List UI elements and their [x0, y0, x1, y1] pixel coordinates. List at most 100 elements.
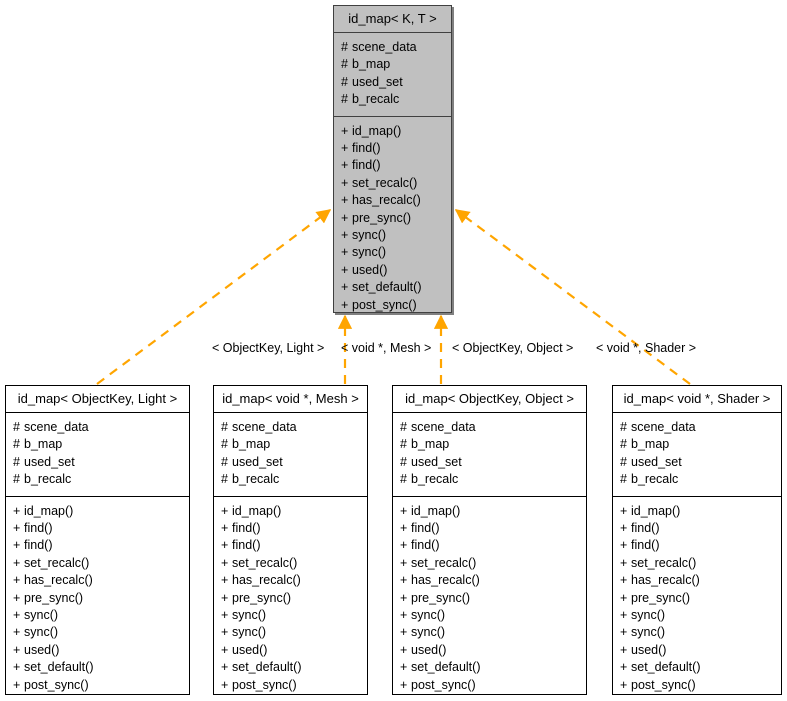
method-row: +used()	[400, 642, 579, 659]
method-visibility-symbol: +	[400, 625, 408, 640]
method-label: post_sync()	[352, 297, 417, 312]
method-row: +set_default()	[341, 279, 444, 296]
method-label: set_recalc()	[631, 555, 697, 570]
attribute-label: scene_data	[24, 420, 89, 434]
attribute-row: #scene_data	[341, 39, 444, 56]
method-label: pre_sync()	[232, 590, 292, 605]
method-label: sync()	[631, 625, 666, 640]
method-label: set_recalc()	[232, 555, 298, 570]
method-visibility-symbol: +	[341, 280, 349, 295]
method-label: set_recalc()	[352, 175, 418, 190]
attribute-label: b_map	[232, 437, 271, 452]
method-row: +find()	[341, 140, 444, 157]
attribute-row: #b_recalc	[620, 471, 774, 488]
method-row: +sync()	[221, 607, 360, 624]
method-visibility-symbol: +	[221, 642, 229, 657]
method-label: find()	[631, 521, 660, 536]
attribute-label: used_set	[24, 454, 75, 469]
attribute-row: #scene_data	[221, 419, 360, 436]
method-label: sync()	[411, 625, 446, 640]
method-row: +find()	[620, 520, 774, 537]
attribute-row: #b_recalc	[221, 471, 360, 488]
method-row: +has_recalc()	[341, 192, 444, 209]
method-visibility-symbol: +	[221, 503, 229, 518]
method-row: +used()	[13, 642, 182, 659]
method-row: +post_sync()	[620, 677, 774, 694]
method-row: +find()	[400, 537, 579, 554]
method-row: +has_recalc()	[13, 572, 182, 589]
class-attributes-void-mesh: #scene_data#b_map#used_set#b_recalc	[214, 413, 367, 497]
attribute-label: b_map	[352, 57, 391, 72]
attribute-row: #scene_data	[400, 419, 579, 436]
method-label: find()	[24, 521, 53, 536]
method-visibility-symbol: +	[221, 521, 229, 536]
class-methods-objectkey-light: +id_map()+find()+find()+set_recalc()+has…	[6, 497, 189, 701]
method-visibility-symbol: +	[221, 590, 229, 605]
class-attributes-objectkey-object: #scene_data#b_map#used_set#b_recalc	[393, 413, 586, 497]
attribute-label: scene_data	[232, 420, 297, 434]
attribute-visibility-symbol: #	[400, 437, 407, 452]
attribute-row: #used_set	[400, 454, 579, 471]
attribute-visibility-symbol: #	[620, 420, 627, 434]
method-visibility-symbol: +	[400, 521, 408, 536]
method-row: +sync()	[221, 624, 360, 641]
class-box-base[interactable]: id_map< K, T > #scene_data#b_map#used_se…	[333, 5, 452, 313]
method-row: +find()	[341, 157, 444, 174]
method-visibility-symbol: +	[341, 141, 349, 156]
method-row: +find()	[221, 537, 360, 554]
attribute-visibility-symbol: #	[341, 92, 348, 107]
class-box-void-shader[interactable]: id_map< void *, Shader > #scene_data#b_m…	[612, 385, 782, 695]
class-methods-void-shader: +id_map()+find()+find()+set_recalc()+has…	[613, 497, 781, 701]
method-visibility-symbol: +	[400, 642, 408, 657]
attribute-label: b_map	[411, 437, 450, 452]
attribute-visibility-symbol: #	[400, 420, 407, 434]
method-row: +pre_sync()	[341, 210, 444, 227]
method-row: +set_default()	[13, 659, 182, 676]
method-visibility-symbol: +	[341, 245, 349, 260]
class-attributes-base: #scene_data#b_map#used_set#b_recalc	[334, 33, 451, 117]
method-visibility-symbol: +	[13, 625, 21, 640]
method-row: +pre_sync()	[13, 590, 182, 607]
method-row: +find()	[13, 520, 182, 537]
method-visibility-symbol: +	[221, 608, 229, 623]
method-label: set_recalc()	[24, 555, 90, 570]
method-row: +find()	[13, 537, 182, 554]
attribute-label: b_recalc	[631, 472, 679, 487]
class-box-objectkey-light[interactable]: id_map< ObjectKey, Light > #scene_data#b…	[5, 385, 190, 695]
method-row: +post_sync()	[221, 677, 360, 694]
method-label: has_recalc()	[352, 193, 421, 208]
method-row: +post_sync()	[13, 677, 182, 694]
method-visibility-symbol: +	[400, 608, 408, 623]
method-visibility-symbol: +	[13, 608, 21, 623]
method-label: find()	[631, 538, 660, 553]
method-visibility-symbol: +	[400, 503, 408, 518]
attribute-row: #b_map	[620, 436, 774, 453]
method-label: find()	[24, 538, 53, 553]
method-visibility-symbol: +	[341, 193, 349, 208]
method-label: sync()	[352, 245, 387, 260]
method-visibility-symbol: +	[13, 538, 21, 553]
method-visibility-symbol: +	[13, 521, 21, 536]
method-label: sync()	[232, 625, 267, 640]
method-label: find()	[232, 538, 261, 553]
class-box-void-mesh[interactable]: id_map< void *, Mesh > #scene_data # b_map…	[213, 385, 368, 695]
attribute-row: #scene_data	[13, 419, 182, 436]
attribute-row: #b_map	[13, 436, 182, 453]
attribute-visibility-symbol: #	[341, 57, 348, 72]
method-row: +sync()	[341, 244, 444, 261]
attribute-visibility-symbol: #	[221, 454, 228, 469]
attribute-label: scene_data	[631, 420, 696, 434]
class-title-objectkey-object: id_map< ObjectKey, Object >	[393, 386, 586, 413]
method-row: +has_recalc()	[620, 572, 774, 589]
method-label: used()	[631, 642, 667, 657]
method-row: +set_recalc()	[13, 555, 182, 572]
method-label: sync()	[631, 608, 666, 623]
method-visibility-symbol: +	[221, 538, 229, 553]
class-box-objectkey-object[interactable]: id_map< ObjectKey, Object > #scene_data#…	[392, 385, 587, 695]
class-title-void-mesh: id_map< void *, Mesh >	[214, 386, 367, 413]
method-label: post_sync()	[631, 677, 696, 692]
class-title-base: id_map< K, T >	[334, 6, 451, 33]
method-label: sync()	[24, 608, 59, 623]
method-visibility-symbol: +	[13, 503, 21, 518]
method-visibility-symbol: +	[341, 123, 349, 138]
